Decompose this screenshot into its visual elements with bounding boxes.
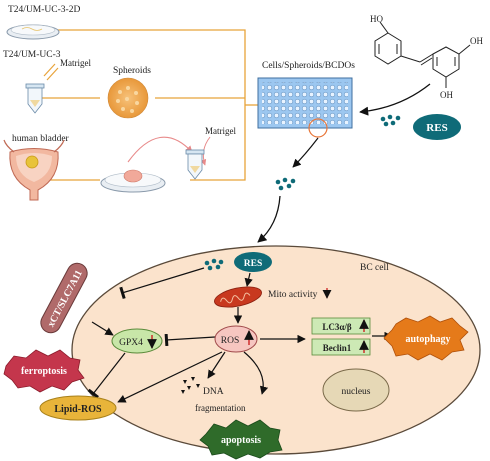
res-dots-middle [275, 177, 296, 191]
apoptosis-burst: apoptosis [199, 419, 283, 460]
res-dots-cell [204, 258, 224, 271]
label-dna: DNA [203, 387, 224, 397]
ros-node: ROS [214, 325, 258, 353]
ferroptosis-burst: ferroptosis [3, 349, 85, 393]
beclin-box: Beclin1 [311, 338, 371, 356]
label-oh-bottom: OH [440, 90, 453, 100]
plate-to-dots-arrow [292, 137, 319, 168]
bladder-icon [3, 139, 65, 201]
tube-icon-bottom [185, 136, 211, 180]
label-bc-cell: BC cell [360, 263, 389, 273]
res-to-mito-arrow [244, 272, 253, 287]
well-plate [257, 77, 353, 138]
ros-to-apoptosis-arrow [243, 351, 269, 395]
res-dots-plate [380, 114, 401, 127]
label-matrigel-top: Matrigel [60, 58, 91, 68]
label-t24-3: T24/UM-UC-3 [3, 50, 61, 60]
label-plate: Cells/Spheroids/BCDOs [262, 61, 355, 71]
gpx4-node: GPX4 [111, 328, 163, 354]
res-inhibits-xct [119, 267, 205, 300]
petri-dish-2d [6, 24, 60, 40]
res-badge: RES [413, 114, 461, 140]
label-human-bladder: human bladder [12, 134, 70, 144]
label-ho: HO [370, 14, 383, 24]
label-fragmentation: fragmentation [195, 403, 246, 413]
res-cell-badge: RES [234, 252, 272, 272]
ros-inhibits-gpx4 [164, 333, 216, 347]
nucleus: nucleus [322, 368, 390, 412]
ros-to-lipid-ros-arrow [117, 351, 223, 403]
spheroid-cluster [107, 77, 149, 119]
mitochondria-icon [214, 286, 262, 308]
ferroptosis-label: ferroptosis [21, 366, 67, 377]
lc3-label: LC3α/β [322, 322, 352, 332]
xct-to-gpx4-arrow [91, 321, 114, 336]
gpx4-label: GPX4 [119, 338, 143, 348]
resveratrol-structure [374, 21, 471, 88]
dots-to-cell-arrow [257, 195, 281, 243]
label-mito-activity: Mito activity [268, 290, 318, 300]
res-to-plate-arrow [359, 83, 431, 116]
plate-highlight [308, 118, 328, 138]
ros-label: ROS [221, 336, 239, 346]
lipid-ros-node: Lipid-ROS [39, 395, 117, 421]
dna-fragments [181, 377, 200, 394]
gpx4-inhibits-lipid-ros [87, 352, 126, 399]
res-cell-label: RES [244, 259, 262, 269]
lc3-box: LC3α/β [311, 317, 371, 335]
label-matrigel-bottom: Matrigel [205, 126, 236, 136]
nucleus-label: nucleus [341, 387, 370, 397]
apoptosis-label: apoptosis [221, 435, 261, 446]
res-badge-label: RES [426, 122, 447, 134]
ros-to-dna-arrow [207, 351, 226, 379]
label-spheroids: Spheroids [113, 66, 151, 76]
curved-arrow [127, 136, 193, 163]
autophagy-label: autophagy [405, 334, 450, 345]
petri-dish-tissue [100, 169, 166, 193]
autophagy-burst: autophagy [383, 315, 469, 361]
workflow-connectors [38, 29, 258, 181]
beclin-label: Beclin1 [323, 343, 352, 353]
label-oh-mid: OH [470, 36, 483, 46]
tube-icon [25, 63, 59, 114]
lipid-ros-label: Lipid-ROS [54, 404, 102, 415]
label-t24-2d: T24/UM-UC-3-2D [8, 5, 80, 15]
